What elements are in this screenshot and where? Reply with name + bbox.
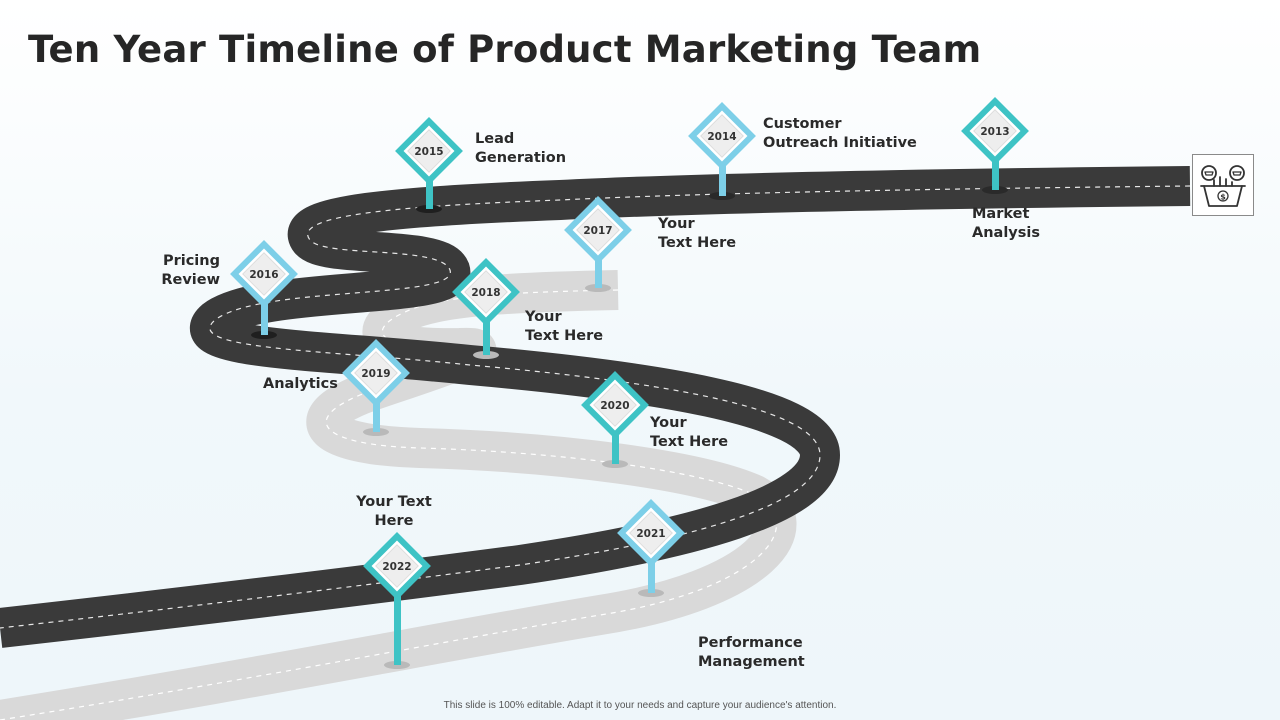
footer-note: This slide is 100% editable. Adapt it to…: [443, 700, 837, 711]
milestone-label-2022: Your Text Here: [356, 494, 432, 529]
milestone-label-2017: Your Text Here: [658, 216, 737, 251]
milestone-label-2016: Pricing Review: [161, 253, 220, 288]
year-label: 2022: [382, 561, 411, 573]
milestone-label-2019: Analytics: [263, 376, 338, 392]
year-label: 2020: [600, 400, 629, 412]
year-label: 2019: [361, 368, 390, 380]
milestone-label-2013: Market Analysis: [972, 206, 1040, 241]
year-label: 2015: [414, 146, 443, 158]
milestone-2019: 2019: [342, 339, 410, 436]
milestone-2016: 2016: [230, 240, 298, 339]
year-label: 2014: [707, 131, 736, 143]
svg-text:$: $: [1220, 193, 1226, 202]
year-label: 2018: [471, 287, 500, 299]
milestone-label-2020: Your Text Here: [650, 415, 729, 450]
shopping-basket-icon: $: [1192, 154, 1254, 216]
year-label: 2017: [583, 225, 612, 237]
light-road: [0, 270, 797, 720]
milestone-label-2018: Your Text Here: [525, 309, 604, 344]
dark-road: [0, 166, 1191, 648]
milestone-label-2015: Lead Generation: [475, 131, 567, 166]
milestone-2015: 2015: [395, 117, 463, 213]
year-label: 2013: [980, 126, 1009, 138]
slide-title: Ten Year Timeline of Product Marketing T…: [28, 28, 982, 71]
year-label: 2021: [636, 528, 665, 540]
milestone-2018: 2018: [452, 258, 520, 359]
milestone-label-2014: Customer Outreach Initiative: [763, 116, 917, 151]
year-label: 2016: [249, 269, 278, 281]
milestone-label-2021: Performance Management: [698, 635, 805, 670]
